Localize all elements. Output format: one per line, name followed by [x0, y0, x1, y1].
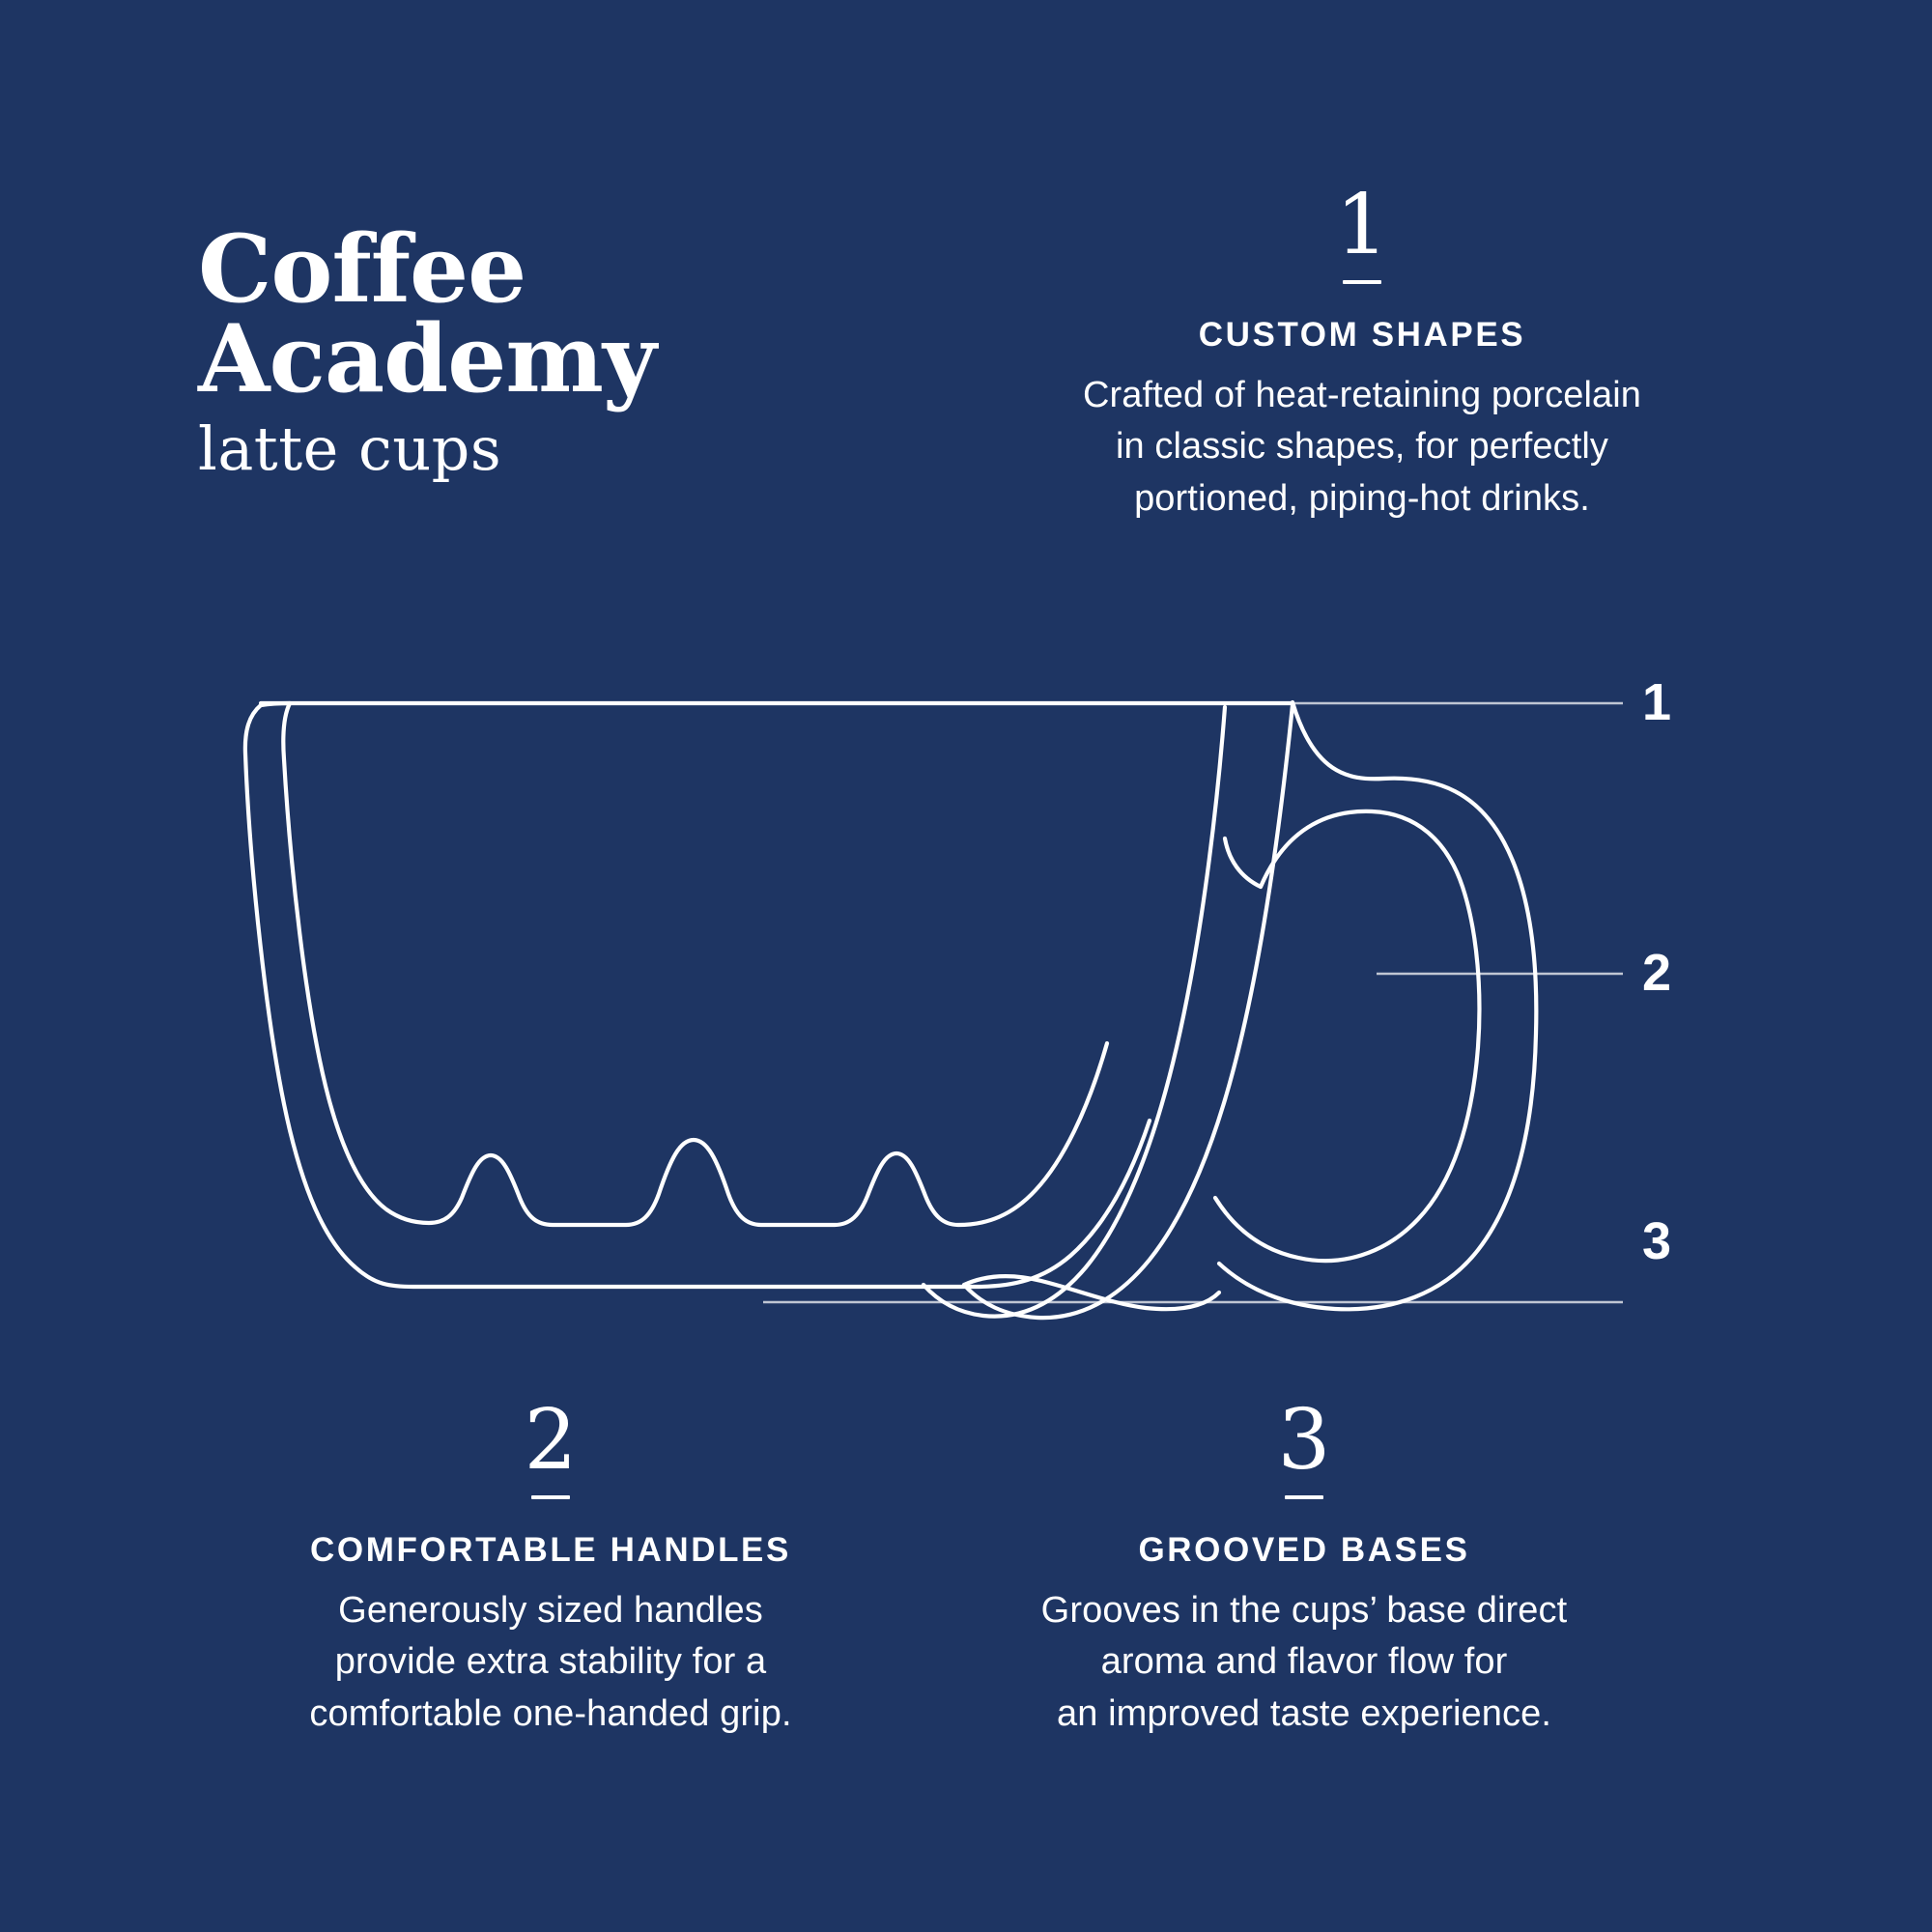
- feature-number-2: 2: [524, 1392, 578, 1489]
- feature-body-3-line-1: Grooves in the cups’ base direct: [1040, 1589, 1568, 1631]
- cup-outer-wall: [242, 702, 1152, 1290]
- feature-body-1: Crafted of heat-retaining porcelain in c…: [966, 370, 1758, 526]
- brand-lockup: Coffee Academy latte cups: [198, 214, 874, 485]
- feature-body-2-line-2: provide extra stability for a: [334, 1641, 767, 1683]
- feature-block-grooved-bases: 3 GROOVED BASES Grooves in the cups’ bas…: [898, 1399, 1710, 1741]
- feature-block-comfortable-handles: 2 COMFORTABLE HANDLES Generously sized h…: [164, 1399, 937, 1741]
- cup-right-wall-inner: [921, 704, 1228, 1319]
- feature-body-2-line-3: comfortable one-handed grip.: [309, 1693, 792, 1735]
- cup-rim-left-inner: [258, 700, 293, 708]
- feature-number-3: 3: [1277, 1392, 1331, 1489]
- feature-body-3: Grooves in the cups’ base direct aroma a…: [898, 1585, 1710, 1742]
- brand-subtitle: latte cups: [198, 413, 502, 485]
- feature-body-1-line-1: Crafted of heat-retaining porcelain: [1082, 374, 1642, 415]
- feature-rule-2: [531, 1495, 570, 1499]
- feature-rule-3: [1285, 1495, 1323, 1499]
- feature-body-3-line-3: an improved taste experience.: [1057, 1693, 1551, 1735]
- feature-heading-3: GROOVED BASES: [1138, 1531, 1470, 1569]
- cup-base-foot-sweep: [961, 1273, 1222, 1312]
- cup-handle-inner: [1212, 809, 1482, 1264]
- feature-body-1-line-3: portioned, piping-hot drinks.: [1134, 478, 1590, 520]
- brand-title-line-2: Academy: [198, 304, 657, 414]
- feature-body-3-line-2: aroma and flavor flow for: [1100, 1641, 1508, 1683]
- feature-block-custom-shapes: 1 CUSTOM SHAPES Crafted of heat-retainin…: [966, 184, 1758, 526]
- feature-heading-2: COMFORTABLE HANDLES: [310, 1531, 791, 1569]
- latte-cup-diagram: [242, 699, 1623, 1321]
- feature-heading-1: CUSTOM SHAPES: [1198, 316, 1526, 354]
- brand-title-line-1: Coffee: [198, 214, 526, 324]
- callout-number-3: 3: [1642, 1212, 1672, 1270]
- feature-rule-1: [1343, 280, 1381, 284]
- feature-body-2-line-1: Generously sized handles: [338, 1589, 763, 1631]
- feature-body-1-line-2: in classic shapes, for perfectly: [1115, 426, 1609, 468]
- feature-body-2: Generously sized handles provide extra s…: [164, 1585, 937, 1742]
- callout-number-2: 2: [1642, 944, 1672, 1002]
- cup-right-wall-outer: [961, 702, 1295, 1321]
- cup-inner-wall-grooved-base: [281, 700, 1110, 1228]
- feature-number-1: 1: [1335, 177, 1389, 273]
- callout-number-1: 1: [1642, 673, 1672, 731]
- cup-handle-outer: [1216, 699, 1539, 1312]
- cup-handle-attachment-upper: [1222, 836, 1264, 890]
